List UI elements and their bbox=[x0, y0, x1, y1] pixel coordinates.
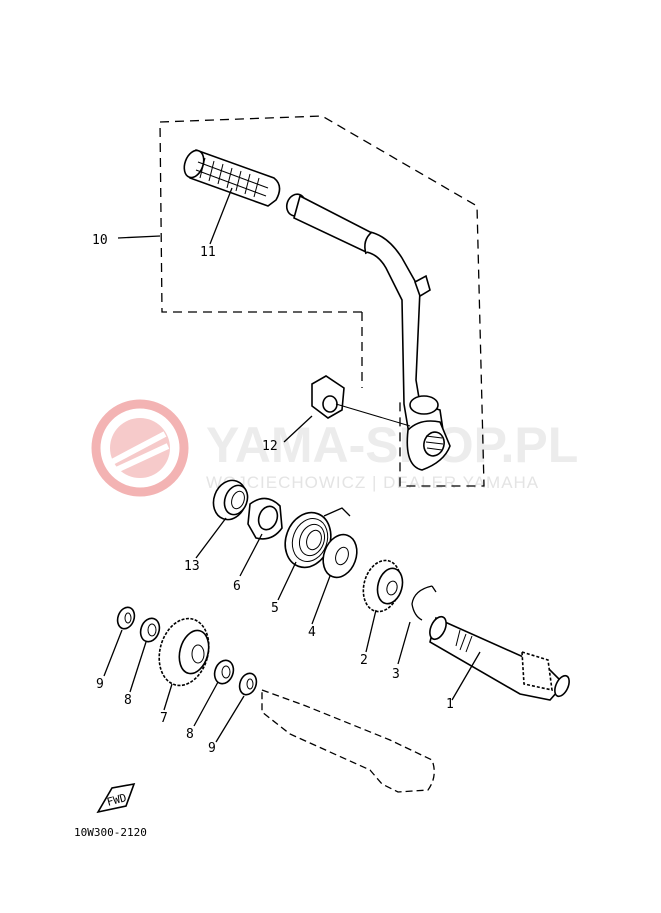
kick-axle bbox=[429, 615, 570, 701]
callout-9-right: 9 bbox=[208, 741, 216, 756]
callout-2: 2 bbox=[360, 653, 368, 668]
callout-3: 3 bbox=[392, 667, 400, 682]
main-shaft-reference bbox=[261, 689, 435, 793]
circlip bbox=[411, 585, 437, 621]
callout-13: 13 bbox=[184, 559, 200, 574]
watermark: YAMA-SHOP.PL WOJCIECHOWICZ | DEALER YAMA… bbox=[91, 399, 578, 497]
idler-gear bbox=[158, 617, 210, 687]
kick-grip bbox=[183, 149, 281, 207]
callout-8-right: 8 bbox=[186, 727, 194, 742]
callout-5: 5 bbox=[271, 601, 279, 616]
callout-4: 4 bbox=[308, 625, 316, 640]
watermark-dealer: WOJCIECHOWICZ | DEALER YAMAHA bbox=[206, 473, 539, 492]
yamashop-logo bbox=[91, 399, 189, 497]
kick-gear bbox=[362, 559, 404, 613]
callout-9-left: 9 bbox=[96, 677, 104, 692]
plain-washer bbox=[322, 533, 358, 579]
crank-nut bbox=[311, 375, 411, 427]
callout-numbers: 10 11 12 13 6 5 4 2 3 1 9 8 7 8 9 bbox=[92, 233, 454, 756]
leader-lines bbox=[103, 187, 481, 743]
callout-10: 10 bbox=[92, 233, 108, 248]
assembly-dashed-outline bbox=[159, 115, 485, 487]
fwd-arrow-icon: FWD bbox=[96, 782, 136, 814]
spring-guide bbox=[247, 497, 283, 540]
callout-12: 12 bbox=[262, 439, 278, 454]
washer-left bbox=[139, 617, 161, 643]
kick-crank-arm bbox=[285, 193, 451, 471]
torsion-spring bbox=[284, 507, 351, 569]
oil-seal bbox=[212, 479, 249, 521]
fwd-label: FWD bbox=[105, 791, 128, 809]
circlip-right bbox=[238, 672, 258, 696]
callout-6: 6 bbox=[233, 579, 241, 594]
circlip-left bbox=[116, 606, 136, 630]
callout-7: 7 bbox=[160, 711, 168, 726]
callout-8-left: 8 bbox=[124, 693, 132, 708]
washer-right bbox=[213, 659, 235, 685]
watermark-brand: YAMA-SHOP.PL bbox=[206, 417, 578, 473]
callout-11: 11 bbox=[200, 245, 216, 260]
diagram-code: 10W300-2120 bbox=[74, 826, 147, 839]
callout-1: 1 bbox=[446, 697, 454, 712]
